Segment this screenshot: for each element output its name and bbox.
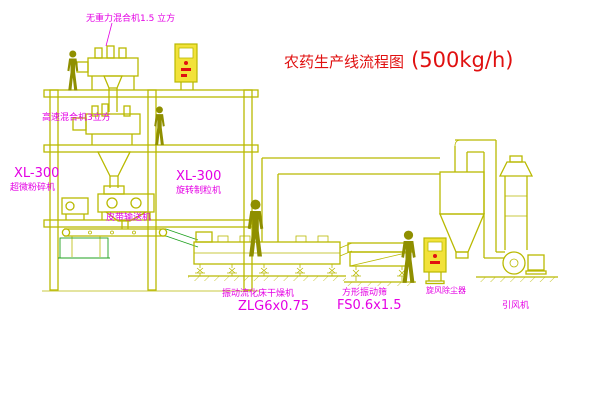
control-panel-1 bbox=[174, 43, 198, 90]
discharge-cone bbox=[96, 151, 132, 177]
indicator-light bbox=[184, 61, 188, 65]
worker-figure-roof bbox=[67, 50, 79, 91]
belt-conveyor bbox=[58, 228, 199, 259]
fluid-bed-dryer bbox=[188, 231, 346, 281]
label-pulverizer-model: XL-300 bbox=[14, 166, 59, 181]
diagram-labels: 无重力混合机1.5 立方 高速混合机3立方 XL-300 超微粉碎机 XL-30… bbox=[10, 12, 529, 314]
label-gravity-mixer: 无重力混合机1.5 立方 bbox=[86, 12, 175, 24]
label-granulator-model: XL-300 bbox=[176, 169, 221, 184]
label-high-speed-mixer: 高速混合机3立方 bbox=[42, 111, 111, 123]
worker-figure-ground bbox=[247, 199, 264, 257]
indicator-light bbox=[433, 254, 437, 258]
control-panel-2 bbox=[423, 237, 447, 285]
label-dryer-model: ZLG6x0.75 bbox=[238, 299, 309, 314]
diagram-title-capacity: (500kg/h) bbox=[411, 48, 513, 72]
rotary-granulator bbox=[97, 185, 155, 229]
feed-chute bbox=[165, 228, 199, 248]
label-cyclone: 旋风除尘器 bbox=[426, 285, 466, 295]
dryer-spring-legs bbox=[195, 264, 337, 276]
floor-beam-mid bbox=[43, 144, 259, 153]
label-granulator-name: 旋转制粒机 bbox=[176, 184, 221, 196]
exhaust-duct bbox=[261, 157, 440, 242]
label-pulverizer-name: 超微粉碎机 bbox=[10, 181, 55, 193]
rain-cap bbox=[498, 161, 534, 177]
building-frame bbox=[42, 89, 260, 292]
floor-beam-top bbox=[43, 89, 259, 98]
high-speed-mixer bbox=[72, 103, 141, 188]
diagram-title-text: 农药生产线流程图 bbox=[284, 53, 404, 71]
pulverizer bbox=[61, 197, 89, 220]
induced-draft-fan bbox=[476, 251, 558, 282]
label-fan: 引风机 bbox=[502, 299, 529, 311]
label-dryer-name: 振动流化床干燥机 bbox=[222, 287, 294, 299]
label-sieve-model: FS0.6x1.5 bbox=[337, 298, 402, 313]
conveyor-pit-hatch bbox=[59, 237, 109, 259]
label-belt-conveyor: 皮带输送机 bbox=[106, 211, 151, 223]
exhaust-stack bbox=[498, 155, 534, 250]
diagram-title: 农药生产线流程图 (500kg/h) bbox=[284, 48, 513, 72]
cyclone-outlet-duct bbox=[454, 139, 505, 259]
sieve-spring-legs bbox=[351, 266, 407, 281]
gravity-mixer bbox=[76, 45, 139, 112]
label-sieve-name: 方形振动筛 bbox=[342, 286, 387, 298]
label-leader-line bbox=[105, 22, 113, 47]
cyclone-separator bbox=[439, 146, 485, 259]
